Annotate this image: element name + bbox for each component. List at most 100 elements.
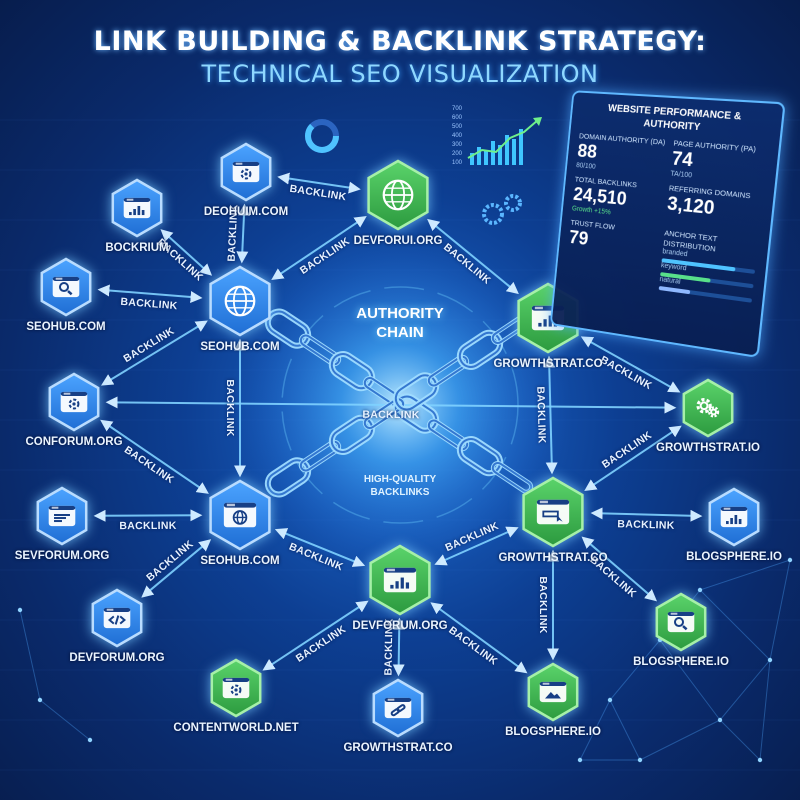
node-label: GROWTHSTRAT.CO: [343, 742, 452, 754]
search-window-icon: [53, 277, 80, 297]
node-label: DEVFORUM.ORG: [352, 620, 447, 632]
backlink-label: BACKLINK: [537, 576, 549, 633]
gear-icon: [506, 196, 520, 210]
node-label: DEVFORUI.ORG: [354, 235, 443, 247]
node-label: SEOHUB.COM: [200, 341, 279, 353]
globe-window-icon: [224, 503, 256, 527]
site-node[interactable]: [42, 259, 90, 315]
network-deco-dot: [768, 658, 772, 662]
backlink-edge: [593, 513, 700, 516]
authority-line1: AUTHORITY: [356, 304, 444, 323]
trend-arrow-icon: [533, 117, 542, 126]
site-node[interactable]: [684, 380, 732, 436]
mini-chart-tick: 200: [452, 151, 463, 157]
network-deco-line: [770, 560, 790, 660]
network-deco-dot: [578, 758, 582, 762]
backlink-label: BACKLINK: [224, 379, 236, 436]
node-label: BLOGSPHERE.IO: [505, 726, 601, 738]
backlink-label: BACKLINK: [534, 386, 547, 444]
chart-window-icon: [124, 198, 151, 218]
backlink-edge: [103, 322, 206, 385]
mini-chart-tick: 600: [452, 115, 463, 121]
backlink-edge: [96, 515, 200, 516]
cursor-window-icon: [537, 500, 569, 524]
node-label: SEOHUB.COM: [26, 321, 105, 333]
network-deco-line: [20, 610, 40, 700]
site-node[interactable]: [93, 590, 141, 646]
network-deco-dot: [18, 608, 22, 612]
site-node[interactable]: [50, 374, 98, 430]
performance-dashboard: WEBSITE PERFORMANCE & AUTHORITY DOMAIN A…: [550, 90, 786, 358]
authority-chain-label: AUTHORITY CHAIN: [356, 304, 444, 342]
node-label: GROWTHSTRAT.CO: [498, 552, 607, 564]
network-deco-dot: [698, 588, 702, 592]
mini-chart-tick: 100: [452, 160, 463, 166]
node-label: SEVFORUM.ORG: [15, 550, 110, 562]
network-deco-line: [640, 720, 720, 760]
link-window-icon: [385, 698, 412, 718]
node-label: GROWTHSTRAT.IO: [656, 442, 760, 454]
high-quality-label: HIGH-QUALITY BACKLINKS: [364, 473, 436, 499]
node-label: DEVFORUM.ORG: [69, 652, 164, 664]
node-label: GROWTHSTRAT.CO: [493, 358, 602, 370]
chart-window-icon: [721, 507, 748, 527]
node-label: SEOHUB.COM: [200, 555, 279, 567]
gear-window-icon: [233, 162, 260, 182]
mini-chart-tick: 700: [452, 106, 463, 112]
site-node[interactable]: [529, 664, 577, 720]
network-deco-dot: [638, 758, 642, 762]
mini-chart-tick: 400: [452, 133, 463, 139]
network-deco-dot: [608, 698, 612, 702]
code-window-icon: [104, 608, 131, 628]
gears-window-icon: [223, 678, 250, 698]
site-node[interactable]: [38, 488, 86, 544]
mini-chart-trend: [468, 120, 538, 158]
network-deco-line: [610, 700, 640, 760]
network-deco-line: [720, 660, 770, 720]
node-label: BLOGSPHERE.IO: [633, 656, 729, 668]
search-window-icon: [668, 612, 695, 632]
node-label: CONTENTWORLD.NET: [173, 722, 298, 734]
backlink-label: BACKLINK: [617, 518, 675, 532]
network-deco-line: [660, 640, 720, 720]
settings-window-icon: [61, 392, 88, 412]
site-node[interactable]: [212, 660, 260, 716]
hq-line1: HIGH-QUALITY: [364, 473, 436, 486]
backlink-edge: [102, 421, 207, 492]
site-node[interactable]: [369, 161, 428, 229]
backlink-label: BACKLINK: [362, 409, 419, 422]
image-window-icon: [540, 682, 567, 702]
hq-line2: BACKLINKS: [364, 486, 436, 499]
backlink-label: BACKLINK: [119, 519, 176, 531]
network-deco-dot: [88, 738, 92, 742]
site-node[interactable]: [657, 594, 705, 650]
backlink-edge: [264, 602, 366, 669]
node-label: BLOGSPHERE.IO: [686, 551, 782, 563]
node-label: DEOHUIM.COM: [204, 206, 288, 218]
backlink-edge: [100, 290, 200, 298]
site-node[interactable]: [374, 680, 422, 736]
text-window-icon: [49, 506, 76, 526]
mini-chart-tick: 300: [452, 142, 463, 148]
network-deco-dot: [788, 558, 792, 562]
node-label: CONFORUM.ORG: [25, 436, 122, 448]
page-title: LINK BUILDING & BACKLINK STRATEGY:: [0, 26, 800, 57]
mini-chart-bar: [512, 139, 516, 165]
mini-chart-bar: [491, 141, 495, 165]
site-node[interactable]: [222, 144, 270, 200]
network-deco-line: [700, 590, 770, 660]
chart-window-icon: [384, 568, 416, 592]
backlink-edge: [586, 427, 680, 490]
green-hex: [684, 380, 732, 436]
network-deco-dot: [758, 758, 762, 762]
node-label: BOCKRIUM: [105, 242, 168, 254]
network-deco-dot: [38, 698, 42, 702]
site-node[interactable]: [710, 489, 758, 545]
backlink-edge: [432, 604, 525, 672]
network-deco-line: [720, 720, 760, 760]
authority-line2: CHAIN: [356, 323, 444, 342]
mini-chart-tick: 500: [452, 124, 463, 130]
network-deco-line: [700, 560, 790, 590]
mini-chart-bar: [484, 151, 488, 165]
site-node[interactable]: [113, 180, 161, 236]
